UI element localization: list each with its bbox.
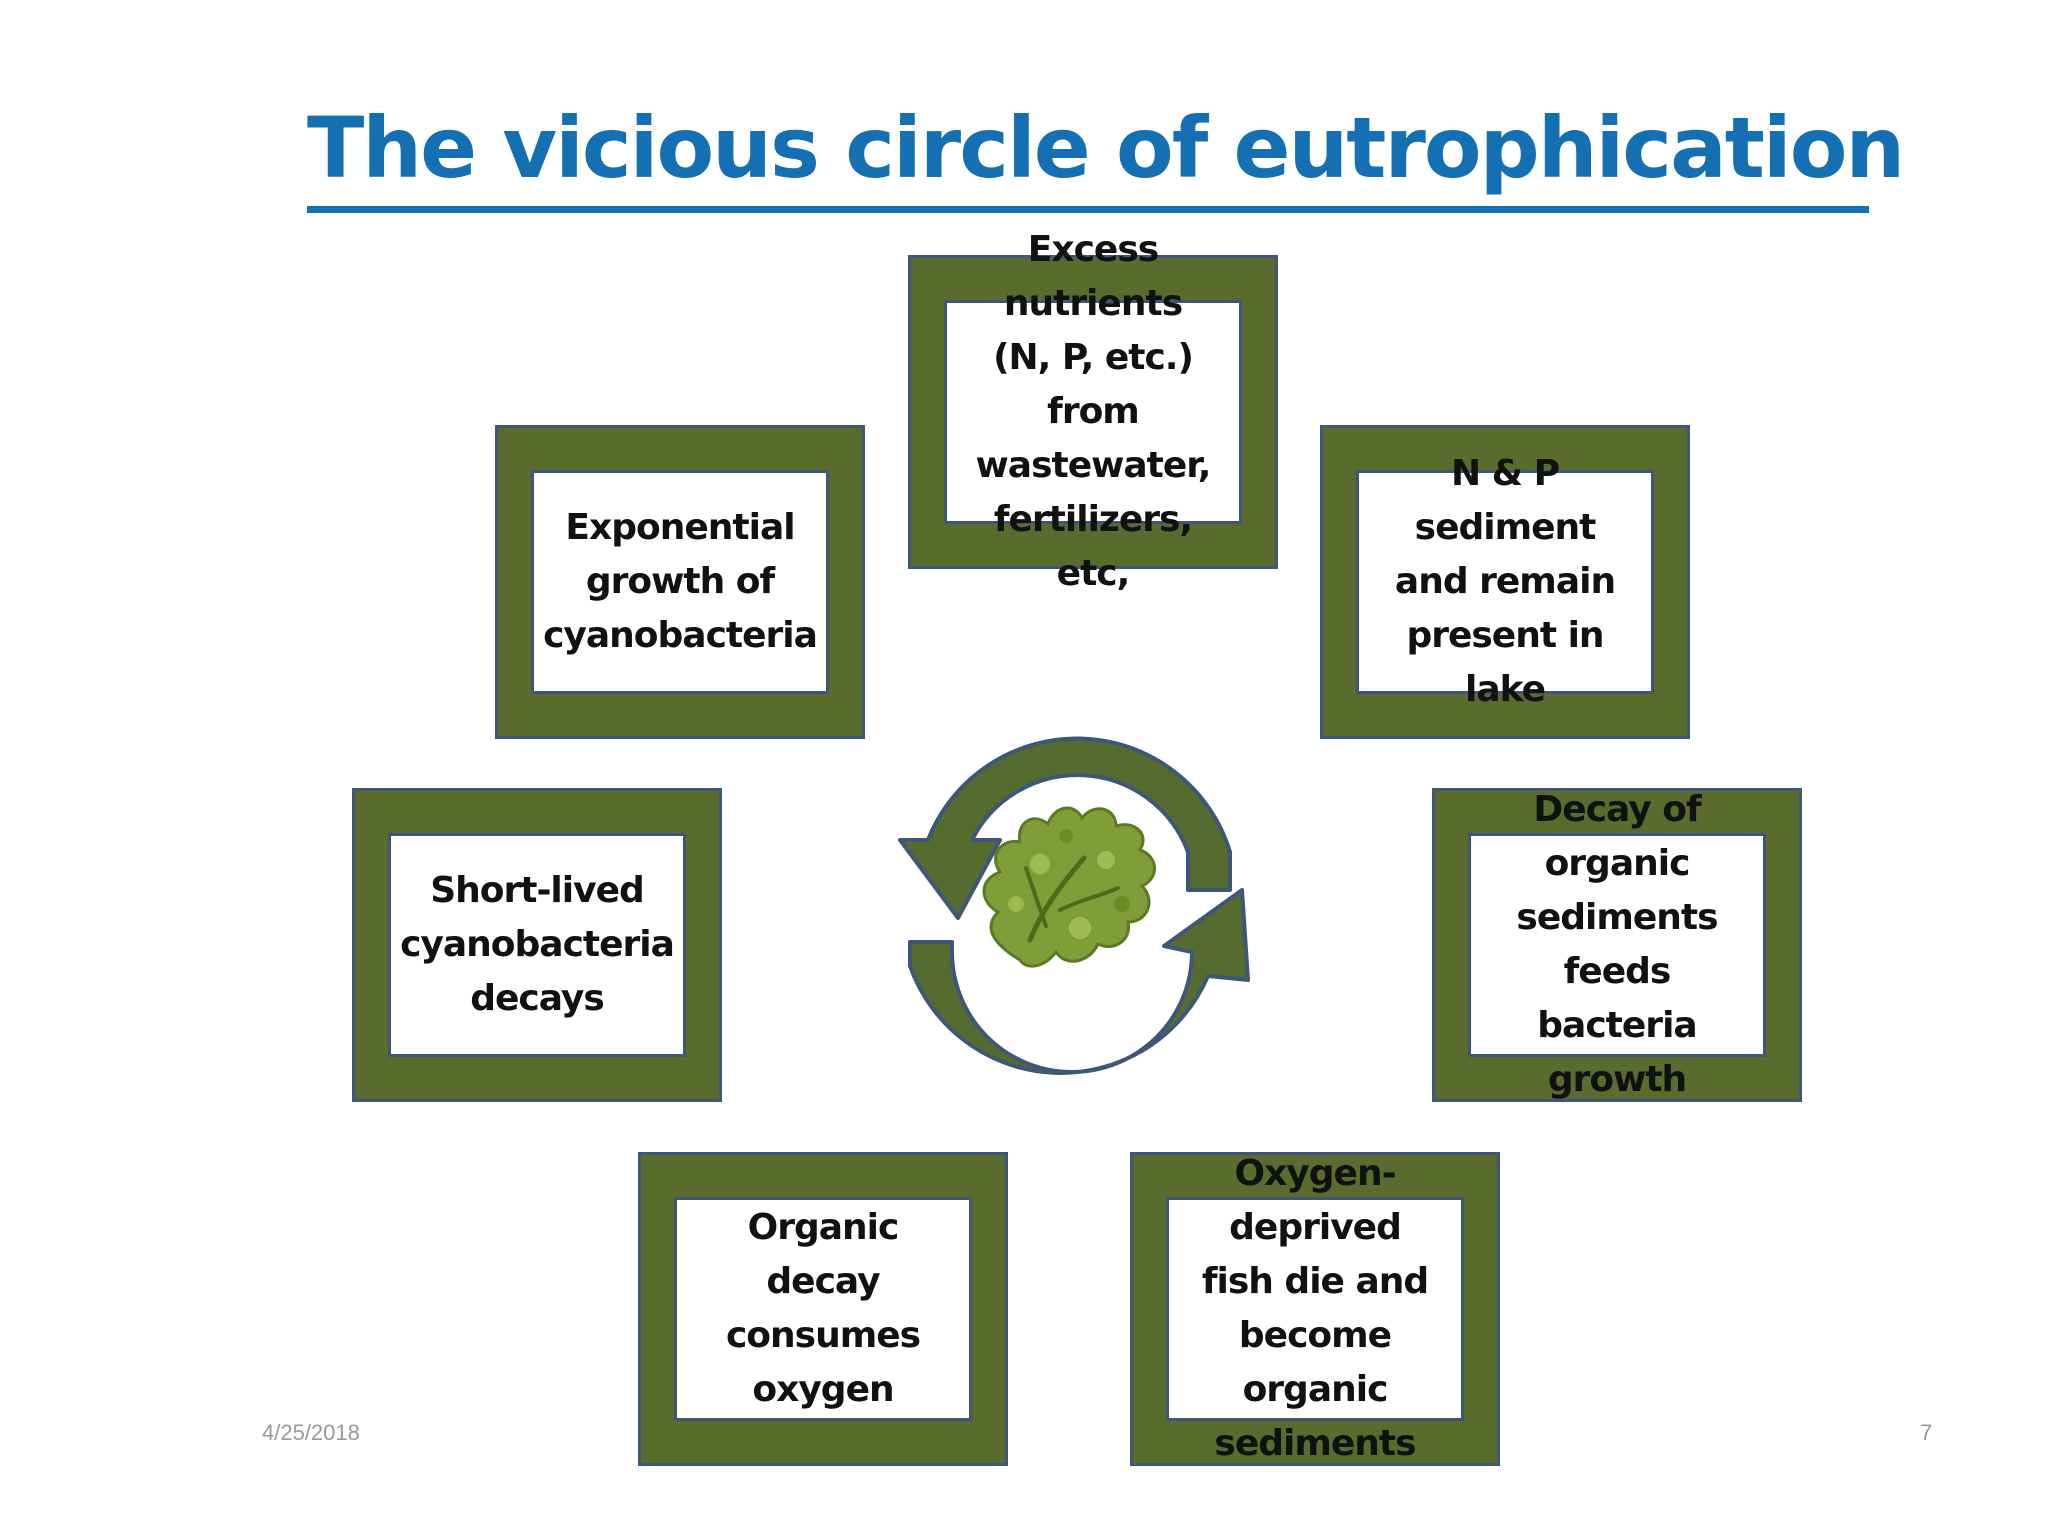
box-line: Organic decay	[747, 1207, 900, 1302]
box-line: sediments feeds	[1516, 897, 1718, 992]
box-line: fish die and	[1201, 1261, 1429, 1302]
box-line: become organic	[1238, 1315, 1392, 1410]
box-line: Decay of organic	[1533, 789, 1701, 884]
box-np-sediment: N & P sediment and remain present in lak…	[1320, 425, 1690, 739]
box-line: bacteria growth	[1537, 1005, 1697, 1100]
box-text: Organic decay consumes oxygen	[689, 1201, 957, 1417]
box-line: Excess nutrients	[1003, 229, 1183, 324]
box-line: oxygen	[752, 1369, 894, 1410]
box-line: growth of	[585, 561, 775, 602]
box-text: Short-lived cyanobacteria decays	[400, 864, 675, 1026]
slide-footer: 4/25/2018 7	[0, 1420, 2048, 1445]
box-line: consumes	[725, 1315, 921, 1356]
box-line: Exponential	[565, 507, 795, 548]
box-line: (N, P, etc.) from	[993, 337, 1194, 432]
box-organic-decay-oxygen: Organic decay consumes oxygen	[638, 1152, 1008, 1466]
box-line: wastewater,	[975, 445, 1212, 486]
cycle-arrows-icon	[898, 736, 1250, 1075]
box-line: Oxygen-deprived	[1229, 1153, 1402, 1248]
box-short-lived-decays: Short-lived cyanobacteria decays	[352, 788, 722, 1102]
box-text: Decay of organic sediments feeds bacteri…	[1483, 783, 1751, 1107]
footer-page-number: 7	[1920, 1420, 1933, 1445]
box-line: present in lake	[1406, 615, 1604, 710]
box-line: N & P sediment	[1414, 453, 1597, 548]
box-oxygen-deprived-fish: Oxygen-deprived fish die and become orga…	[1130, 1152, 1500, 1466]
box-line: fertilizers, etc,	[993, 499, 1193, 594]
box-text: Exponential growth of cyanobacteria	[543, 501, 818, 663]
algae-icon	[982, 806, 1156, 968]
box-line: and remain	[1394, 561, 1616, 602]
box-line: Short-lived	[430, 870, 645, 911]
footer-date: 4/25/2018	[262, 1420, 360, 1445]
box-text: N & P sediment and remain present in lak…	[1371, 447, 1639, 717]
box-text: Oxygen-deprived fish die and become orga…	[1181, 1147, 1449, 1471]
box-excess-nutrients: Excess nutrients (N, P, etc.) from waste…	[908, 229, 1278, 594]
title-underline	[307, 206, 1869, 213]
box-line: sediments	[1214, 1423, 1416, 1464]
box-exponential-growth: Exponential growth of cyanobacteria	[495, 425, 865, 739]
box-line: cyanobacteria	[543, 615, 818, 656]
box-text: Excess nutrients (N, P, etc.) from waste…	[959, 223, 1227, 601]
box-line: decays	[470, 978, 605, 1019]
box-decay-organic-sediments: Decay of organic sediments feeds bacteri…	[1432, 788, 1802, 1102]
diagram-title: The vicious circle of eutrophication	[307, 99, 1905, 197]
box-line: cyanobacteria	[400, 924, 675, 965]
